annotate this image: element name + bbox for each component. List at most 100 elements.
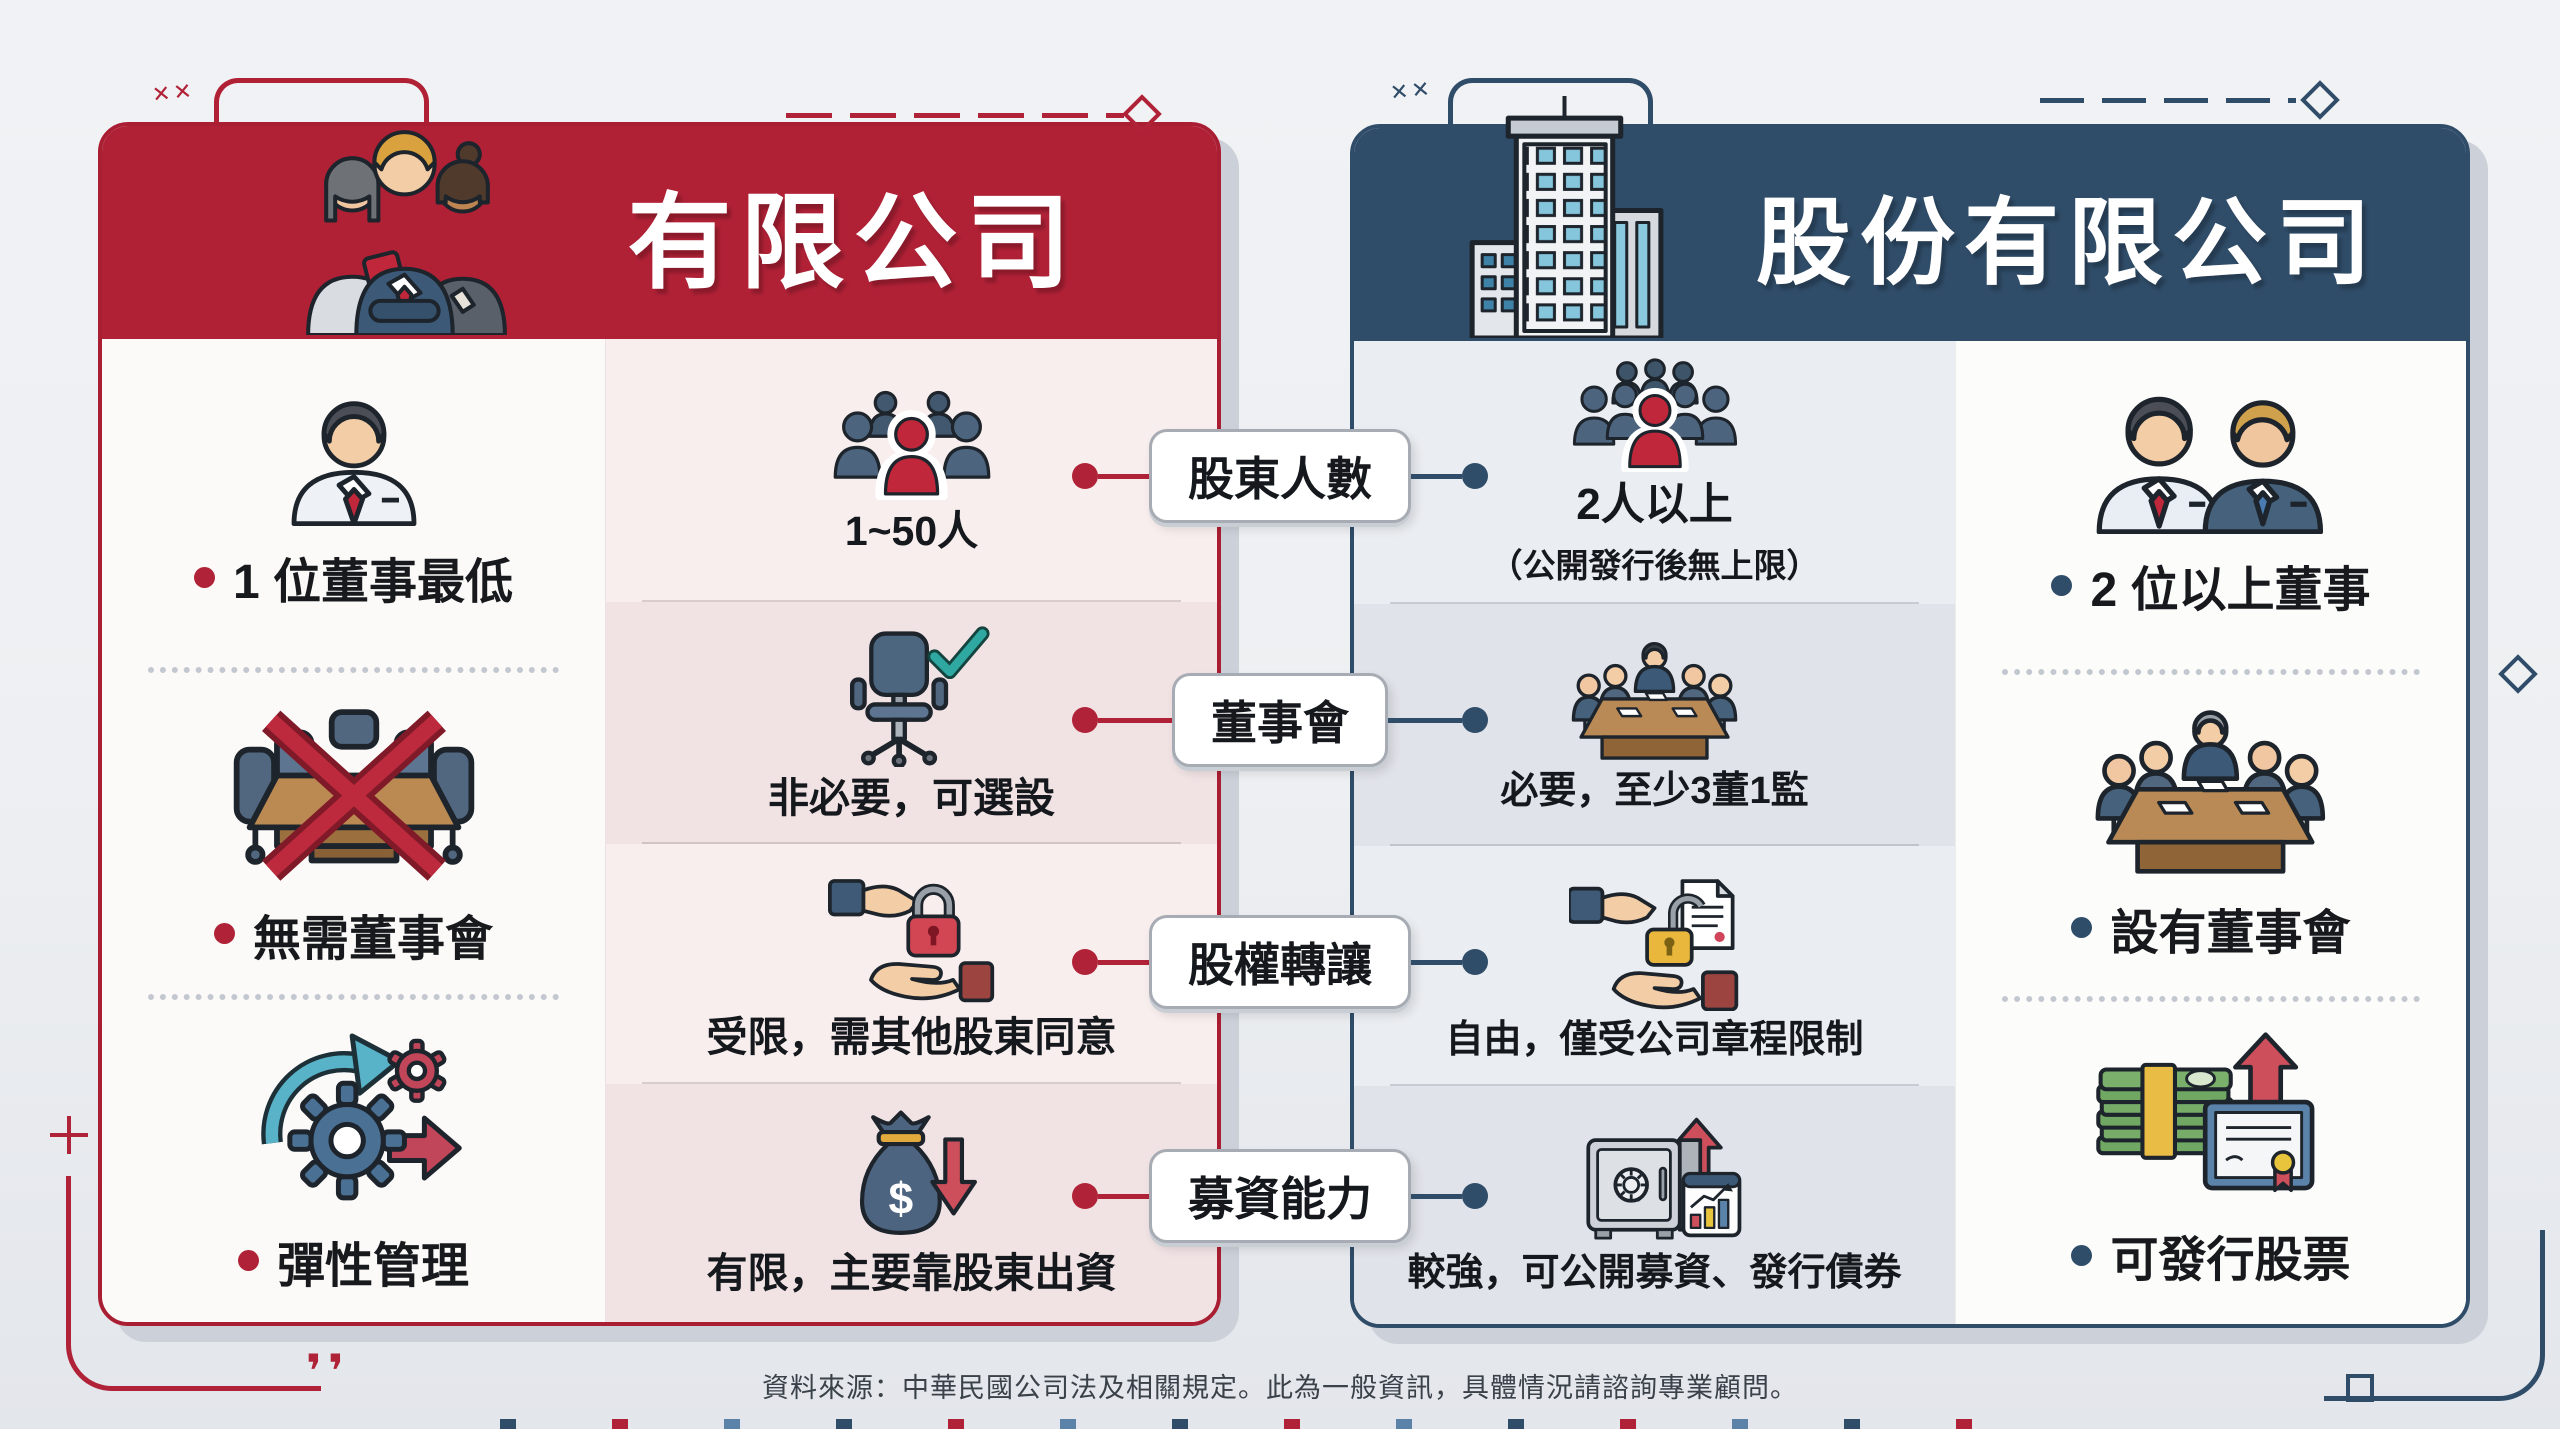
value-text: 較強，可公開募資、發行債券 bbox=[1407, 1252, 1902, 1295]
feature-flexible-management: 彈性管理 bbox=[102, 994, 605, 1322]
source-note: 資料來源：中華民國公司法及相關規定。此為一般資訊，具體情況請諮詢專業顧問。 bbox=[762, 1373, 1798, 1403]
row-transfer-value: 受限，需其他股東同意 bbox=[606, 844, 1217, 1084]
red-connector-line bbox=[1098, 1193, 1149, 1199]
limited-company-panel: 有限公司 1 位董事最低 bbox=[98, 122, 1221, 1326]
feature-text: 可發行股票 bbox=[2110, 1234, 2351, 1288]
row-fundraising-value: $ 有限，主要靠股東出資 bbox=[606, 1084, 1217, 1322]
comparison-row-shareholders: 股東人數 bbox=[1072, 416, 1488, 536]
limited-company-title: 有限公司 bbox=[627, 185, 1080, 301]
red-connector-dot bbox=[1072, 707, 1098, 733]
comparison-label: 募資能力 bbox=[1149, 1149, 1411, 1243]
shareholders-group-icon bbox=[833, 391, 990, 500]
red-connector-dot bbox=[1072, 463, 1098, 489]
safe-chart-up-icon bbox=[1585, 1117, 1741, 1240]
navy-connector-line bbox=[1411, 473, 1462, 479]
shares-company-title: 股份有限公司 bbox=[1755, 190, 2380, 296]
director-person-icon bbox=[291, 401, 416, 527]
navy-connector-dot bbox=[1462, 707, 1488, 733]
building-icon bbox=[1469, 96, 1664, 338]
value-text: 有限，主要靠股東出資 bbox=[706, 1250, 1117, 1297]
comparison-label: 董事會 bbox=[1172, 673, 1388, 767]
feature-text: 設有董事會 bbox=[2110, 906, 2351, 960]
red-connector-line bbox=[1098, 717, 1172, 723]
limited-company-header: 有限公司 bbox=[102, 126, 1217, 339]
row-board-value: 非必要，可選設 bbox=[606, 602, 1217, 844]
red-connector-line bbox=[1098, 473, 1149, 479]
feature-issue-shares: 可發行股票 bbox=[1956, 996, 2466, 1324]
comparison-label: 股東人數 bbox=[1149, 429, 1411, 523]
navy-connector-dot bbox=[1462, 1183, 1488, 1209]
navy-connector-line bbox=[1411, 959, 1462, 965]
navy-corner-bracket bbox=[2324, 1230, 2545, 1401]
hand-open-lock-document-icon bbox=[1568, 878, 1738, 1011]
bullet-dot bbox=[237, 1250, 259, 1272]
chair-check-icon bbox=[849, 626, 990, 768]
dollar-glyph: $ bbox=[888, 1175, 913, 1224]
row-shareholders-value: 1~50人 bbox=[606, 339, 1217, 602]
bullet-dot bbox=[2071, 917, 2093, 939]
navy-connector-dot bbox=[1462, 949, 1488, 975]
navy-dashed-line bbox=[2040, 98, 2296, 103]
bullet-dot bbox=[193, 566, 215, 588]
comparison-row-fundraising: 募資能力 bbox=[1072, 1136, 1488, 1256]
red-quote-marks: ❜❜ bbox=[306, 1345, 350, 1397]
two-directors-icon bbox=[2096, 397, 2324, 535]
shares-company-values: 2人以上 （公開發行後無上限） bbox=[1354, 341, 1955, 1324]
navy-diamond-icon bbox=[2498, 654, 2538, 694]
red-corner-bracket bbox=[66, 1176, 321, 1391]
feature-text: 2 位以上董事 bbox=[2090, 564, 2371, 618]
value-text: 必要，至少3董1監 bbox=[1500, 770, 1809, 813]
value-note: （公開發行後無上限） bbox=[1489, 546, 1820, 584]
feature-has-board: 設有董事會 bbox=[1956, 668, 2466, 997]
company-limited-by-shares-panel: 股份有限公司 bbox=[1350, 124, 2470, 1328]
bullet-dot bbox=[213, 923, 235, 945]
navy-square-icon bbox=[2346, 1374, 2374, 1402]
shares-company-features: 2 位以上董事 bbox=[1955, 341, 2466, 1324]
feature-min-directors: 2 位以上董事 bbox=[1956, 341, 2466, 669]
navy-x-marks-icon: ✕✕ bbox=[1388, 75, 1435, 106]
moneybag-down-arrow-icon: $ bbox=[859, 1110, 977, 1236]
red-connector-dot bbox=[1072, 949, 1098, 975]
bottom-decor-squares bbox=[500, 1419, 1972, 1429]
boardroom-icon bbox=[2095, 710, 2326, 874]
cash-certificate-icon bbox=[2096, 1032, 2315, 1193]
feature-min-directors: 1 位董事最低 bbox=[102, 339, 605, 667]
comparison-row-transfer: 股權轉讓 bbox=[1072, 902, 1488, 1022]
board-meeting-icon bbox=[1571, 642, 1737, 760]
comparison-label: 股權轉讓 bbox=[1149, 915, 1411, 1009]
bullet-dot bbox=[2071, 1244, 2093, 1266]
navy-diamond-icon bbox=[2300, 80, 2340, 120]
team-icon bbox=[306, 130, 507, 335]
comparison-row-board: 董事會 bbox=[1072, 660, 1488, 780]
navy-connector-line bbox=[1388, 717, 1462, 723]
crowd-icon bbox=[1572, 358, 1737, 473]
feature-no-board: 無需董事會 bbox=[102, 666, 605, 995]
feature-text: 1 位董事最低 bbox=[232, 556, 514, 610]
value-text: 非必要，可選設 bbox=[768, 775, 1055, 822]
feature-text: 無需董事會 bbox=[252, 912, 493, 966]
limited-company-features: 1 位董事最低 bbox=[102, 339, 605, 1322]
red-connector-dot bbox=[1072, 1183, 1098, 1209]
value-text: 2人以上 bbox=[1576, 480, 1733, 530]
left-panel-tab bbox=[214, 78, 429, 131]
hand-lock-icon bbox=[827, 879, 994, 1003]
no-board-table-icon bbox=[233, 709, 474, 882]
value-text: 自由，僅受公司章程限制 bbox=[1445, 1018, 1864, 1061]
limited-company-values: 1~50人 bbox=[605, 339, 1217, 1322]
value-text: 1~50人 bbox=[844, 507, 979, 554]
bullet-dot bbox=[2051, 574, 2073, 596]
row-fundraising-value: 較強，可公開募資、發行債券 bbox=[1354, 1086, 1955, 1324]
row-shareholders-value: 2人以上 （公開發行後無上限） bbox=[1354, 341, 1955, 604]
navy-connector-line bbox=[1411, 1193, 1462, 1199]
gears-flexibility-icon bbox=[260, 1032, 462, 1200]
feature-text: 彈性管理 bbox=[276, 1239, 469, 1293]
value-text: 受限，需其他股東同意 bbox=[706, 1014, 1117, 1061]
row-board-value: 必要，至少3董1監 bbox=[1354, 604, 1955, 846]
row-transfer-value: 自由，僅受公司章程限制 bbox=[1354, 846, 1955, 1086]
right-panel-tab bbox=[1448, 78, 1653, 133]
red-plus-icon bbox=[50, 1116, 88, 1154]
red-connector-line bbox=[1098, 959, 1149, 965]
red-dashed-line bbox=[786, 113, 1124, 118]
red-x-marks-icon: ✕✕ bbox=[150, 77, 197, 108]
